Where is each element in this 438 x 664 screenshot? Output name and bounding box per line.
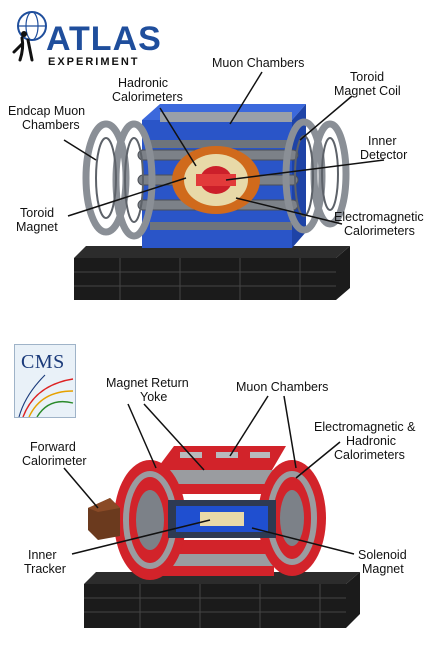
cms-return-yoke-bottom — [156, 540, 274, 554]
atlas-label-toroid-2: Magnet — [16, 220, 58, 234]
cms-label-em-had-2: Hadronic — [346, 434, 397, 448]
cms-base — [84, 572, 360, 628]
cms-label-return-1: Magnet Return — [106, 376, 189, 390]
cms-label-em-had-1: Electromagnetic & — [314, 420, 416, 434]
cms-label-inner-2: Tracker — [24, 562, 66, 576]
atlas-label-em-1: Electromagnetic — [334, 210, 424, 224]
cms-inner-tracker — [200, 512, 244, 526]
atlas-detector — [63, 71, 385, 300]
cms-title: CMS — [21, 351, 65, 373]
atlas-label-em-2: Calorimeters — [344, 224, 415, 238]
atlas-label-toroid-coil-2: Magnet Coil — [334, 84, 401, 98]
atlas-label-inner-1: Inner — [368, 134, 397, 148]
cms-label-em-had-3: Calorimeters — [334, 448, 405, 462]
atlas-label-endcap-2: Chambers — [22, 118, 80, 132]
cms-label-inner-1: Inner — [28, 548, 57, 562]
atlas-label-muon-chambers: Muon Chambers — [212, 56, 305, 70]
atlas-globe-icon — [12, 11, 47, 62]
cms-label-muon-chambers: Muon Chambers — [236, 380, 329, 394]
atlas-label-toroid-1: Toroid — [20, 206, 55, 220]
cms-label-forward-1: Forward — [30, 440, 76, 454]
cms-logo: CMS — [14, 344, 76, 418]
atlas-label-endcap-1: Endcap Muon — [8, 104, 86, 118]
atlas-label-toroid-coil-1: Toroid — [350, 70, 385, 84]
atlas-title: ATLAS — [46, 20, 162, 58]
cms-label-solenoid-2: Magnet — [362, 562, 404, 576]
cms-label-return-2: Yoke — [140, 390, 168, 404]
cms-label-forward-2: Calorimeter — [22, 454, 87, 468]
atlas-label-hadronic-2: Calorimeters — [112, 90, 183, 104]
atlas-label-inner-2: Detector — [360, 148, 408, 162]
cms-label-solenoid-1: Solenoid — [358, 548, 407, 562]
atlas-subtitle: EXPERIMENT — [48, 56, 140, 68]
cms-tracks-icon — [18, 374, 74, 417]
atlas-label-hadronic-1: Hadronic — [118, 76, 169, 90]
